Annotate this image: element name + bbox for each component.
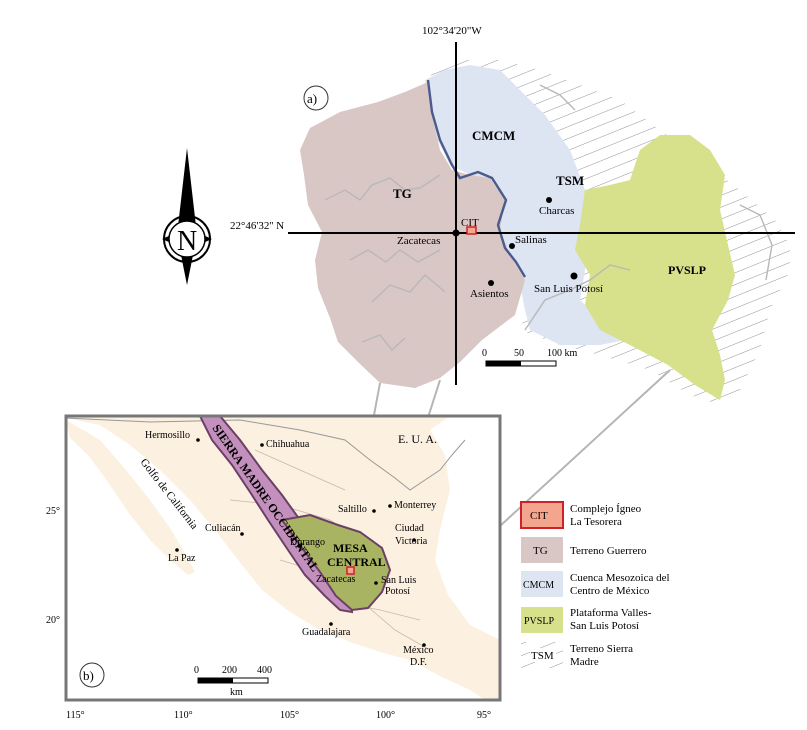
mesa-label-2: CENTRAL <box>327 555 386 569</box>
map-b: E. U. A. Golfo de California SIERRA MADR… <box>46 414 502 721</box>
salinas-dot <box>509 243 515 249</box>
legend-code-tg: TG <box>533 545 548 557</box>
cit-marker-b <box>346 566 355 575</box>
map-b-frame <box>64 414 502 702</box>
legend-code-cmcm: CMCM <box>523 580 554 591</box>
guadalajara-label: Guadalajara <box>302 627 351 638</box>
legend-swatch-tg <box>521 537 563 563</box>
pvslp-label: PVSLP <box>668 263 706 277</box>
durango-label: Durango <box>290 537 325 548</box>
legend-text-tsm-1: Terreno Sierra <box>570 643 633 655</box>
mexico-label-1: México <box>403 645 434 656</box>
panel-a-badge <box>303 85 329 111</box>
panel-b-label: b) <box>83 668 94 683</box>
legend-swatch-cmcm <box>521 571 563 597</box>
lat-ticks: 25° 20° <box>46 506 60 626</box>
legend-text-cit-1: Complejo Ígneo <box>570 503 642 515</box>
slp-b-label-2: Potosí <box>385 586 410 597</box>
meridian-label: 102°34'20"W <box>422 25 482 37</box>
legend-text-tsm-2: Madre <box>570 656 599 668</box>
lat-tick-20: 20° <box>46 615 60 626</box>
mesa-label-1: MESA <box>333 541 368 555</box>
lon-tick-115: 115° <box>66 710 85 721</box>
tg-region <box>300 82 525 388</box>
gulf-of-mexico <box>430 416 500 640</box>
zacatecas-dot <box>452 229 460 237</box>
chihuahua-label: Chihuahua <box>266 439 310 450</box>
usa-border <box>66 417 466 491</box>
mesa-central <box>280 513 392 612</box>
charcas-dot <box>546 197 552 203</box>
cit-label: CIT <box>461 217 479 229</box>
svg-text:100 km: 100 km <box>547 348 578 359</box>
mexico-land <box>66 416 500 700</box>
lapaz-label: La Paz <box>168 553 196 564</box>
north-arrow-icon: N <box>162 148 212 285</box>
svg-text:km: km <box>230 687 243 698</box>
charcas-label: Charcas <box>539 205 574 217</box>
legend-code-cit: CIT <box>530 510 548 522</box>
usa-label: E. U. A. <box>398 432 437 446</box>
legend-text-cmcm-2: Centro de México <box>570 585 650 597</box>
cmcm-boundary <box>426 79 527 278</box>
legend-text-pvslp-2: San Luis Potosí <box>570 620 639 632</box>
zacatecas-label: Zacatecas <box>397 235 440 247</box>
slp-dot <box>570 272 578 280</box>
lon-ticks: 115° 110° 105° 100° 95° <box>66 710 491 721</box>
cv-label-1: Ciudad <box>395 523 424 534</box>
asientos-dot <box>488 280 494 286</box>
legend-code-tsm: TSM <box>531 650 554 662</box>
tg-label: TG <box>393 186 412 201</box>
parallel-label: 22°46'32'' N <box>230 220 284 232</box>
svg-text:50: 50 <box>514 348 524 359</box>
tsm-label: TSM <box>556 173 584 188</box>
culiacan-label: Culiacán <box>205 523 241 534</box>
salinas-label: Salinas <box>515 234 547 246</box>
pvslp-region <box>575 135 735 400</box>
legend-swatch-cit <box>520 501 564 529</box>
zacatecas-b-label: Zacatecas <box>316 574 356 585</box>
cities-b: Hermosillo Chihuahua Saltillo Monterrey … <box>145 430 436 668</box>
legend-text-cmcm-1: Cuenca Mesozoica del <box>570 572 670 584</box>
state-borders <box>324 84 773 352</box>
lon-tick-95: 95° <box>477 710 491 721</box>
hermosillo-label: Hermosillo <box>145 430 190 441</box>
cit-marker <box>466 226 477 235</box>
lon-tick-105: 105° <box>280 710 299 721</box>
lat-tick-25: 25° <box>46 506 60 517</box>
panel-a-label: a) <box>307 91 317 106</box>
baja-california <box>66 420 195 575</box>
slp-label: San Luis Potosí <box>534 283 603 295</box>
saltillo-label: Saltillo <box>338 504 367 515</box>
north-label: N <box>177 226 197 257</box>
svg-text:200: 200 <box>222 665 237 676</box>
legend-swatch-pvslp <box>521 607 563 633</box>
lon-tick-110: 110° <box>174 710 193 721</box>
scale-bar-a: 0 50 100 km <box>482 348 578 367</box>
map-a: 102°34'20"W 22°46'32'' N a) CMCM TG TSM … <box>230 25 795 405</box>
legend-text-pvslp-1: Plataforma Valles- <box>570 607 652 619</box>
asientos-label: Asientos <box>470 288 509 300</box>
legend-code-pvslp: PVSLP <box>524 616 554 627</box>
mexico-label-2: D.F. <box>410 657 427 668</box>
legend-text-tg: Terreno Guerrero <box>570 545 647 557</box>
slp-b-label-1: San Luis <box>381 575 416 586</box>
svg-text:0: 0 <box>482 348 487 359</box>
svg-text:0: 0 <box>194 665 199 676</box>
scale-bar-b: 0 200 400 km <box>194 665 272 698</box>
legend: CIT Complejo Ígneo La Tesorera TG Terren… <box>520 501 670 668</box>
cmcm-label: CMCM <box>472 128 515 143</box>
legend-text-cit-2: La Tesorera <box>570 516 622 528</box>
monterrey-label: Monterrey <box>394 500 436 511</box>
svg-text:400: 400 <box>257 665 272 676</box>
panel-b-badge <box>79 662 105 688</box>
cv-label-2: Victoria <box>395 536 428 547</box>
lon-tick-100: 100° <box>376 710 395 721</box>
